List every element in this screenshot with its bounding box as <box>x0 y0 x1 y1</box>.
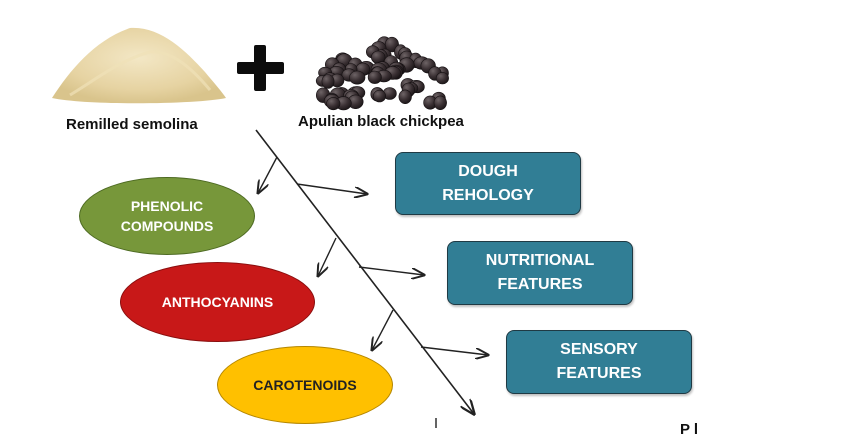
sensory-line-2: FEATURES <box>556 365 642 382</box>
nutritional-line-2: FEATURES <box>497 276 583 293</box>
arrow-to-anthocyanins <box>318 237 337 276</box>
phenolic-line-2: COMPOUNDS <box>120 218 214 234</box>
chickpea <box>398 89 412 105</box>
arrow-to-carotenoids <box>372 309 394 350</box>
nutritional-features-box: NUTRITIONAL FEATURES <box>447 241 633 305</box>
semolina-label: Remilled semolina <box>66 116 198 133</box>
semolina-pile-image <box>52 27 226 104</box>
anthocyanins-ellipse: ANTHOCYANINS <box>120 262 315 342</box>
arrow-to-dough <box>296 183 367 194</box>
chickpea <box>372 89 386 103</box>
chickpea <box>435 72 449 85</box>
dough-line-2: REHOLOGY <box>442 186 534 204</box>
chickpea-label: Apulian black chickpea <box>298 113 464 130</box>
sensory-line-1: SENSORY <box>560 341 638 358</box>
arrow-to-phenolic <box>258 156 278 193</box>
arrow-to-sensory <box>420 346 488 355</box>
ingredients-art <box>52 27 850 428</box>
black-chickpea-image <box>315 36 449 111</box>
main-axis-arrow <box>255 129 474 414</box>
chickpea <box>321 74 335 89</box>
nutritional-line-1: NUTRITIONAL <box>485 252 595 269</box>
sensory-features-box: SENSORY FEATURES <box>506 330 692 394</box>
dough-line-1: DOUGH <box>458 162 518 180</box>
phenolic-line-1: PHENOLIC <box>130 198 204 214</box>
anthocyanins-label: ANTHOCYANINS <box>161 294 274 310</box>
footer-partial-text: P l <box>680 421 699 438</box>
arrow-to-nutritional <box>358 266 424 275</box>
chickpea <box>349 70 366 85</box>
plus-icon <box>237 45 284 91</box>
carotenoids-label: CAROTENOIDS <box>253 377 357 393</box>
carotenoids-ellipse: CAROTENOIDS <box>217 346 393 424</box>
chickpea <box>326 97 341 111</box>
chickpea <box>433 95 447 111</box>
phenolic-compounds-ellipse: PHENOLIC COMPOUNDS <box>79 177 255 255</box>
dough-rheology-box: DOUGH REHOLOGY <box>395 152 581 215</box>
chickpea <box>367 70 382 84</box>
